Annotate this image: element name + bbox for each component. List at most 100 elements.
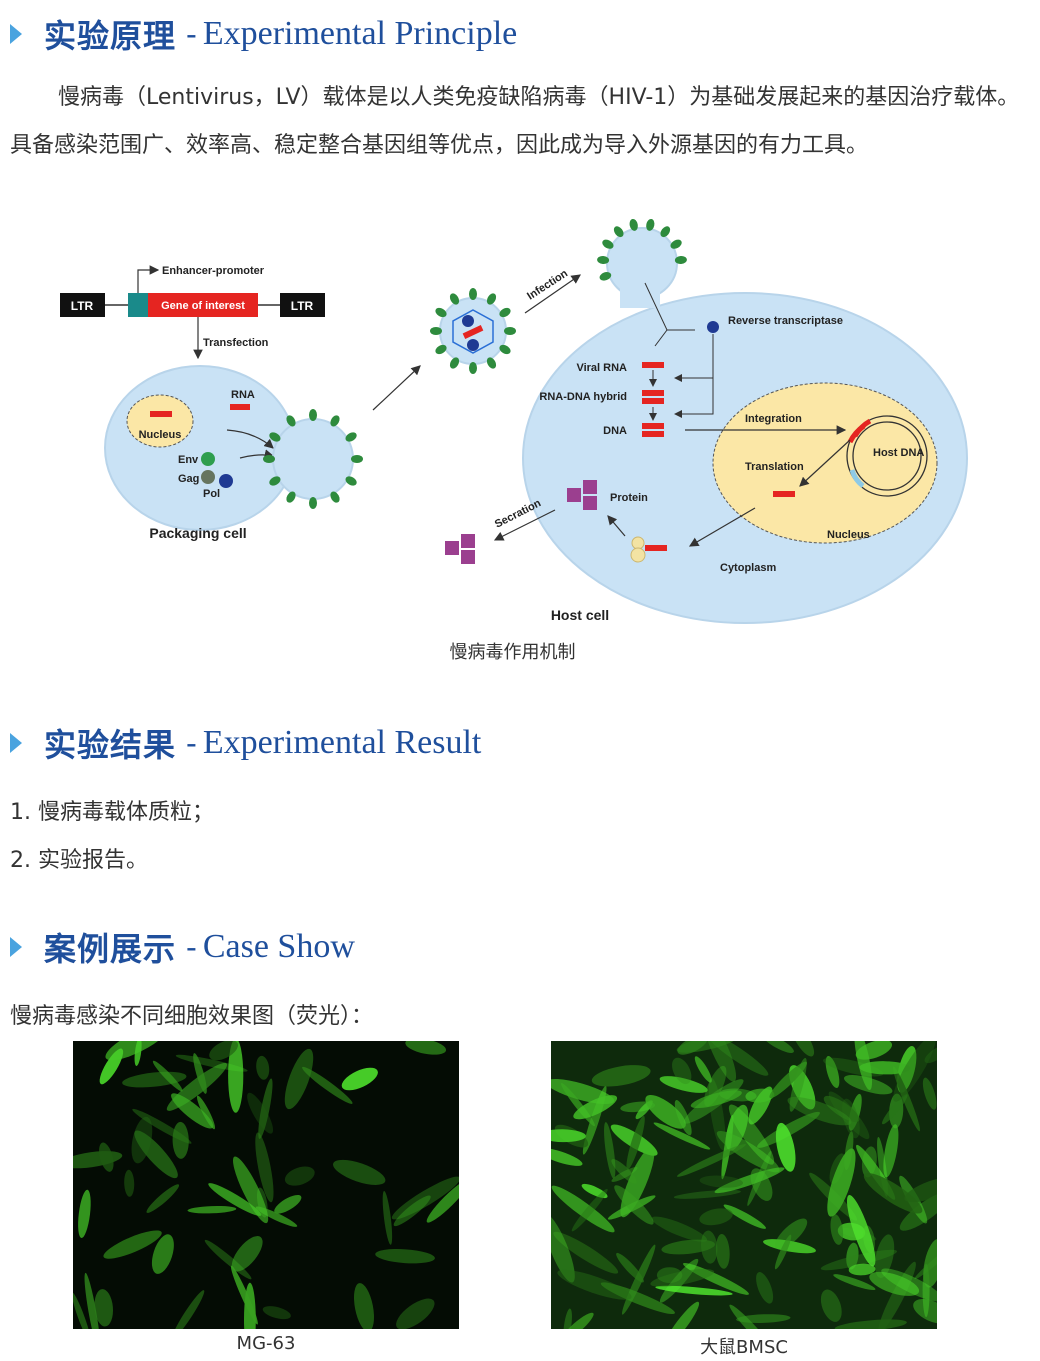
envelope-spike <box>309 409 317 421</box>
fluorescent-cell <box>762 1041 794 1053</box>
fluorescent-cell <box>842 1098 860 1139</box>
fluorescent-cell <box>391 1176 459 1220</box>
fluorescent-cell <box>146 1184 180 1213</box>
fluorescent-cell <box>341 1067 378 1091</box>
fluorescent-cell <box>881 1268 937 1302</box>
fluorescent-cell <box>674 1099 692 1136</box>
envelope-spike <box>670 239 682 249</box>
packaging-cell-label: Packaging cell <box>149 525 246 541</box>
fluorescent-cell <box>664 1301 700 1329</box>
triangle-arrow-icon <box>10 24 22 44</box>
envelope-spike <box>309 497 317 509</box>
fluorescent-cell <box>923 1238 937 1288</box>
transfection-label: Transfection <box>203 337 269 349</box>
principle-paragraph-text: 慢病毒（Lentivirus，LV）载体是以人类免疫缺陷病毒（HIV-1）为基础… <box>10 85 1020 158</box>
fluorescent-cell <box>611 1167 638 1182</box>
fluorescent-cell <box>255 1132 274 1203</box>
envelope-spike <box>269 476 281 486</box>
fluorescent-cell <box>825 1055 840 1089</box>
gag-label: Gag <box>178 473 199 485</box>
fluorescent-cell <box>247 1092 274 1134</box>
fluorescent-cell <box>284 1166 315 1186</box>
fluorescent-cell <box>256 1055 270 1080</box>
dna-label: DNA <box>603 425 627 437</box>
envelope-spike <box>435 344 447 355</box>
principle-heading-dash: - <box>186 15 197 53</box>
gene-of-interest-label: Gene of interest <box>161 300 245 312</box>
envelope-spike <box>351 455 363 463</box>
fluorescent-cell <box>683 1262 749 1295</box>
fluorescent-cell <box>690 1090 742 1109</box>
result-heading-cn: 实验结果 <box>44 726 177 764</box>
envelope-spike <box>504 327 516 335</box>
fluorescent-cell <box>172 1290 205 1329</box>
fluorescent-cell <box>789 1058 807 1112</box>
free-virus-particle <box>430 288 516 374</box>
fluorescent-cell <box>716 1131 780 1173</box>
fluorescent-cell <box>645 1095 686 1129</box>
fluorescent-cell <box>382 1190 393 1245</box>
fluorescent-cell <box>787 1096 852 1126</box>
vector-construct: LTR Gene of interest LTR Enhancer-promot… <box>60 265 325 360</box>
envelope-spike <box>269 432 281 442</box>
fluorescent-cell <box>847 1195 876 1267</box>
fluorescent-cell <box>677 1144 746 1177</box>
host-dna-text: Host DNA <box>873 447 924 459</box>
fluorescent-cell <box>187 1206 237 1214</box>
fluorescent-cell <box>99 1142 114 1172</box>
fluorescent-cell <box>193 1053 207 1094</box>
fluorescent-cell <box>893 1041 936 1102</box>
fluorescent-cell <box>551 1213 575 1283</box>
fluorescent-cell <box>103 1230 162 1259</box>
fluorescent-cell <box>375 1249 435 1264</box>
envelope-spike <box>330 415 340 427</box>
photo-caption-mg63: MG-63 <box>236 1333 296 1354</box>
fluorescent-cell <box>571 1188 608 1232</box>
envelope-spike <box>469 362 477 374</box>
fluorescent-cell <box>699 1175 744 1188</box>
fluorescent-cell <box>775 1122 796 1172</box>
fluorescent-cell <box>699 1208 733 1226</box>
fluorescent-cell <box>672 1057 692 1085</box>
fluorescent-cell <box>893 1066 920 1132</box>
fluorescent-cell <box>756 1272 774 1304</box>
fluorescent-cell <box>73 1292 91 1329</box>
fluorescent-cell <box>703 1041 737 1082</box>
fluorescent-cell <box>302 1066 353 1104</box>
envelope-spike <box>330 491 340 503</box>
fluorescent-cell <box>863 1173 923 1214</box>
envelope-spike <box>435 307 447 318</box>
fluorescent-cell <box>653 1122 711 1150</box>
fluorescent-cell <box>551 1129 586 1143</box>
case-heading-en: Case Show <box>202 928 355 965</box>
fluorescent-cell <box>650 1269 715 1287</box>
fluorescent-cell <box>573 1095 618 1120</box>
env-label: Env <box>178 454 199 466</box>
fluorescence-photo-mg63 <box>73 1041 459 1329</box>
fluorescent-cell <box>861 1146 877 1178</box>
envelope-spike <box>499 344 511 355</box>
enhancer-promoter-label: Enhancer-promoter <box>162 265 265 277</box>
envelope-spike <box>499 307 511 318</box>
fluorescent-cell <box>581 1183 608 1199</box>
budding-virus <box>263 409 363 509</box>
result-heading: 实验结果 - Experimental Result <box>10 721 481 765</box>
envelope-spike <box>345 432 357 442</box>
fluorescent-cell <box>84 1272 101 1329</box>
fluorescent-cell <box>723 1204 766 1229</box>
envelope-spike <box>674 255 687 265</box>
envelope-spike <box>449 293 460 305</box>
fluorescent-cell <box>614 1185 654 1225</box>
fluorescent-cell <box>353 1283 375 1329</box>
fluorescent-cell <box>830 1214 844 1245</box>
fluorescent-cell <box>904 1176 937 1203</box>
result-heading-en: Experimental Result <box>202 724 482 761</box>
fluorescent-cell <box>78 1189 91 1239</box>
fluorescent-cell <box>694 1056 712 1083</box>
triangle-arrow-icon <box>10 733 22 753</box>
envelope-spike <box>629 218 638 231</box>
fluorescent-cell <box>396 1298 435 1329</box>
viral-rna-label: Viral RNA <box>576 362 627 374</box>
fluorescent-cell <box>769 1061 808 1099</box>
fluorescent-cell <box>854 1041 873 1091</box>
